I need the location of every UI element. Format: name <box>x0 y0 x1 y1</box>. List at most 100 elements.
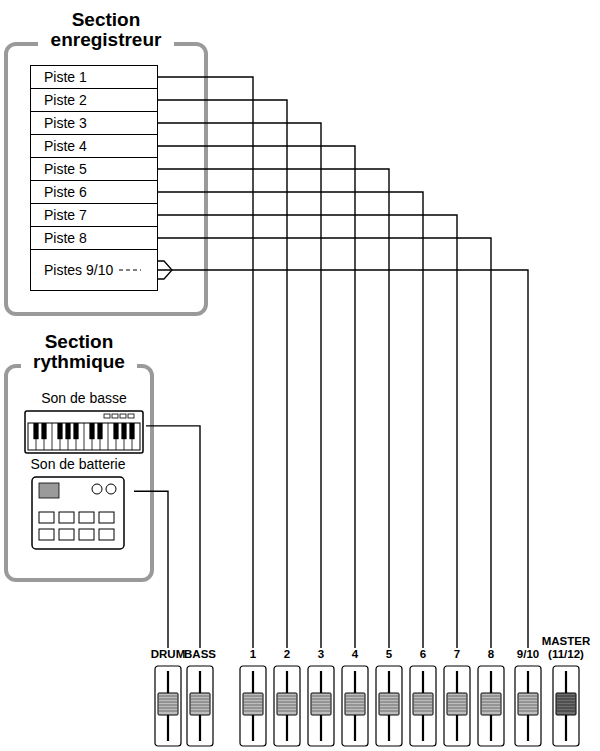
merge-bracket <box>158 261 172 279</box>
keyboard-button <box>128 414 134 418</box>
fader-knob-grip <box>346 699 364 700</box>
mixer-channel: 6 <box>408 648 438 747</box>
track-row: Piste 2 <box>30 88 158 112</box>
track-row: Piste 3 <box>30 111 158 135</box>
fader-knob-grip <box>346 708 364 709</box>
fader-knob-grip <box>278 705 296 706</box>
fader-knob-grip <box>159 705 177 706</box>
mixer-channel: 3 <box>306 648 336 747</box>
fader-illustration <box>409 665 437 747</box>
fader-knob-grip <box>191 699 209 700</box>
fader-knob-grip <box>557 711 575 712</box>
signal-line <box>158 215 457 648</box>
channel-label: 1 <box>250 648 256 661</box>
fader-illustration <box>341 665 369 747</box>
fader-knob-grip <box>191 705 209 706</box>
black-key <box>121 423 126 439</box>
fader-knob-grip <box>519 708 537 709</box>
track-name: Piste 6 <box>31 184 87 200</box>
drum-pad <box>59 512 74 523</box>
fader-knob-grip <box>482 699 500 700</box>
black-key <box>41 423 46 439</box>
fader-knob-grip <box>519 696 537 697</box>
fader-knob <box>345 693 365 715</box>
channel-label: 9/10 <box>517 648 539 661</box>
fader-knob-grip <box>414 711 432 712</box>
fader-illustration <box>552 665 580 747</box>
fader-illustration <box>514 665 542 747</box>
fader-illustration <box>186 665 214 747</box>
fader-knob-grip <box>448 696 466 697</box>
fader-knob-grip <box>519 711 537 712</box>
track-row: Piste 5 <box>30 157 158 181</box>
channel-label: DRUM <box>151 648 186 661</box>
fader-knob <box>277 693 297 715</box>
drum-pad <box>99 512 114 523</box>
mixer-channel: 8 <box>476 648 506 747</box>
fader-knob-grip <box>557 702 575 703</box>
fader-knob <box>243 693 263 715</box>
source-name: Son de batterie <box>31 456 126 473</box>
section-frame: Section rythmiqueSon de basseSon de batt… <box>4 364 154 582</box>
signal-line <box>158 192 423 648</box>
fader-knob-grip <box>519 705 537 706</box>
fader-knob-grip <box>191 708 209 709</box>
drum-machine-illustration <box>31 476 125 550</box>
fader-knob-grip <box>312 702 330 703</box>
fader-knob-grip <box>312 705 330 706</box>
drum-pad <box>99 529 114 540</box>
fader-knob-grip <box>414 708 432 709</box>
fader-knob-grip <box>380 696 398 697</box>
fader-knob-grip <box>278 708 296 709</box>
fader-knob-grip <box>244 705 262 706</box>
fader-knob <box>518 693 538 715</box>
black-key <box>129 423 134 439</box>
fader-knob <box>556 693 576 715</box>
fader-knob-grip <box>159 708 177 709</box>
fader-knob-grip <box>159 696 177 697</box>
fader-knob-grip <box>414 699 432 700</box>
fader-knob-grip <box>312 699 330 700</box>
fader-illustration <box>443 665 471 747</box>
fader-knob-grip <box>557 699 575 700</box>
fader-frame <box>410 666 436 746</box>
fader-knob-grip <box>448 708 466 709</box>
fader-knob-grip <box>482 708 500 709</box>
fader-illustration <box>375 665 403 747</box>
signal-line <box>158 100 287 648</box>
channel-label: BASS <box>184 648 216 661</box>
fader-knob-grip <box>278 702 296 703</box>
fader-frame <box>515 666 541 746</box>
fader-illustration <box>154 665 182 747</box>
fader-frame <box>155 666 181 746</box>
fader-knob-grip <box>380 699 398 700</box>
track-name: Piste 5 <box>31 161 87 177</box>
fader-knob <box>190 693 210 715</box>
track-row: Piste 4 <box>30 134 158 158</box>
dash-line <box>119 269 141 270</box>
mixer-channel: 5 <box>374 648 404 747</box>
fader-knob-grip <box>191 702 209 703</box>
fader-knob-grip <box>244 708 262 709</box>
drum-machine-screen <box>39 483 59 498</box>
channel-label: 5 <box>386 648 392 661</box>
mixer-channel: DRUM <box>153 648 183 747</box>
fader-knob-grip <box>159 699 177 700</box>
sound-source: Son de batterie <box>22 456 134 554</box>
black-key <box>89 423 94 439</box>
signal-line <box>158 146 355 648</box>
fader-knob-grip <box>448 711 466 712</box>
fader-knob-grip <box>380 711 398 712</box>
fader-knob-grip <box>482 696 500 697</box>
fader-knob-grip <box>448 705 466 706</box>
fader-knob-grip <box>380 702 398 703</box>
dash-mark <box>119 268 143 272</box>
sound-source: Son de basse <box>22 390 146 454</box>
signal-line <box>158 123 321 648</box>
fader-illustration <box>239 665 267 747</box>
fader-knob-grip <box>312 696 330 697</box>
track-name: Piste 7 <box>31 207 87 223</box>
fader-frame <box>478 666 504 746</box>
drum-pad <box>79 529 94 540</box>
